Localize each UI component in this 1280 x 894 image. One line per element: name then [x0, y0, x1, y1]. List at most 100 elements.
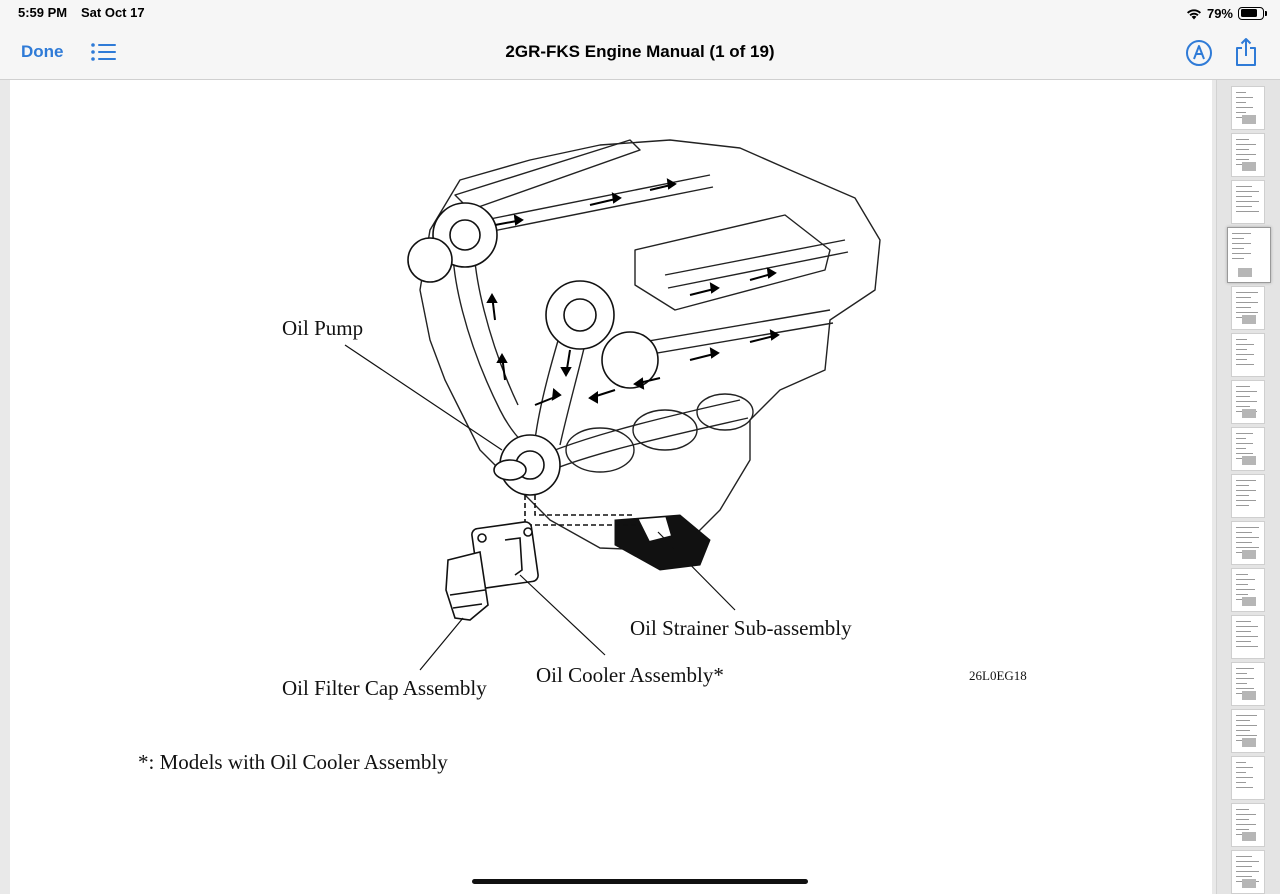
thumbnail-line — [1236, 490, 1256, 491]
label-oil-pump: Oil Pump — [282, 316, 364, 340]
page-thumbnail[interactable] — [1231, 380, 1265, 424]
thumbnail-line — [1236, 678, 1254, 679]
thumbnail-line — [1236, 715, 1257, 716]
thumbnail-line — [1236, 772, 1246, 773]
thumbnail-line — [1236, 312, 1258, 313]
thumbnail-figure — [1242, 738, 1256, 747]
thumbnail-line — [1236, 688, 1254, 689]
thumbnail-line — [1236, 339, 1247, 340]
thumbnail-line — [1236, 720, 1250, 721]
battery-icon — [1238, 6, 1267, 20]
page-thumbnail[interactable] — [1231, 662, 1265, 706]
thumbnail-figure — [1242, 691, 1256, 700]
home-indicator[interactable] — [472, 879, 808, 884]
thumbnail-line — [1236, 211, 1259, 212]
thumbnail-line — [1236, 527, 1259, 528]
page-thumbnail-current[interactable] — [1227, 227, 1271, 283]
thumbnail-line — [1236, 154, 1256, 155]
page-thumbnail-strip[interactable] — [1216, 80, 1280, 894]
camshaft-left — [484, 174, 711, 221]
thumbnail-line — [1236, 406, 1250, 407]
thumbnail-line — [1236, 139, 1249, 140]
thumbnail-line — [1236, 730, 1250, 731]
page-thumbnail[interactable] — [1231, 803, 1265, 847]
thumbnail-line — [1236, 349, 1247, 350]
page-thumbnail[interactable] — [1231, 615, 1265, 659]
leader-oil-strainer — [657, 531, 736, 611]
page-thumbnail[interactable] — [1231, 86, 1265, 130]
camshaft-right — [664, 239, 846, 276]
oil-pan — [614, 514, 711, 571]
markup-icon[interactable] — [1185, 39, 1213, 67]
thumbnail-line — [1236, 824, 1256, 825]
thumbnail-line — [1236, 673, 1247, 674]
status-right: 79% — [1186, 4, 1267, 22]
thumbnail-line — [1236, 574, 1248, 575]
thumbnail-line — [1236, 594, 1248, 595]
oil-filter-cap — [445, 551, 489, 621]
camshaft-lower — [624, 309, 831, 346]
page-thumbnail[interactable] — [1231, 568, 1265, 612]
page-thumbnail[interactable] — [1231, 427, 1265, 471]
document-page[interactable] — [10, 80, 1212, 894]
thumbnail-line — [1236, 636, 1258, 637]
thumbnail-line — [1236, 683, 1247, 684]
thumbnail-line — [1236, 302, 1258, 303]
thumbnail-figure — [1242, 315, 1256, 324]
leader-oil-filter-cap — [419, 617, 464, 671]
page-thumbnail[interactable] — [1231, 709, 1265, 753]
thumbnail-line — [1236, 201, 1259, 202]
thumbnail-line — [1236, 354, 1254, 355]
thumbnail-line — [1236, 631, 1251, 632]
thumbnail-line — [1236, 693, 1247, 694]
battery-nub — [1265, 10, 1267, 16]
thumbnail-line — [1236, 97, 1253, 98]
thumbnail-line — [1232, 233, 1251, 234]
thumbnail-line — [1236, 206, 1252, 207]
thumbnail-line — [1236, 814, 1256, 815]
page-thumbnail[interactable] — [1231, 474, 1265, 518]
thumbnail-line — [1236, 621, 1251, 622]
done-button[interactable]: Done — [21, 42, 64, 61]
thumbnail-line — [1236, 856, 1252, 857]
thumbnail-line — [1236, 532, 1252, 533]
share-icon[interactable] — [1234, 37, 1258, 67]
thumbnail-line — [1236, 861, 1259, 862]
thumbnail-line — [1236, 809, 1249, 810]
thumbnail-line — [1236, 396, 1250, 397]
thumbnail-figure — [1242, 597, 1256, 606]
thumbnail-line — [1236, 443, 1253, 444]
page-thumbnail[interactable] — [1231, 133, 1265, 177]
thumbnail-line — [1236, 584, 1248, 585]
thumbnail-figure — [1242, 550, 1256, 559]
thumbnail-line — [1236, 646, 1258, 647]
page-thumbnail[interactable] — [1231, 333, 1265, 377]
thumbnail-line — [1236, 458, 1246, 459]
thumbnail-line — [1236, 112, 1246, 113]
thumbnail-line — [1236, 386, 1250, 387]
page-thumbnail[interactable] — [1231, 180, 1265, 224]
thumbnail-line — [1236, 579, 1255, 580]
list-icon[interactable] — [90, 41, 118, 63]
thumbnail-line — [1236, 297, 1251, 298]
thumbnail-line — [1236, 149, 1249, 150]
page-thumbnail[interactable] — [1231, 850, 1265, 894]
battery-percent: 79% — [1206, 5, 1233, 21]
document-title: 2GR-FKS Engine Manual (1 of 19) — [505, 42, 775, 61]
thumbnail-line — [1236, 668, 1254, 669]
thumbnail-line — [1236, 102, 1246, 103]
thumbnail-line — [1236, 537, 1259, 538]
page-thumbnail[interactable] — [1231, 286, 1265, 330]
page-thumbnail[interactable] — [1231, 756, 1265, 800]
label-oil-strainer: Oil Strainer Sub-assembly — [630, 616, 852, 640]
thumbnail-figure — [1242, 115, 1256, 124]
page-thumbnail[interactable] — [1231, 521, 1265, 565]
thumbnail-line — [1236, 767, 1253, 768]
thumbnail-line — [1236, 438, 1246, 439]
thumbnail-line — [1236, 359, 1247, 360]
thumbnail-line — [1236, 307, 1251, 308]
thumbnail-figure — [1242, 409, 1256, 418]
footnote: *: Models with Oil Cooler Assembly — [138, 750, 448, 774]
oil-pump-shaft — [493, 459, 527, 481]
thumbnail-line — [1236, 500, 1256, 501]
